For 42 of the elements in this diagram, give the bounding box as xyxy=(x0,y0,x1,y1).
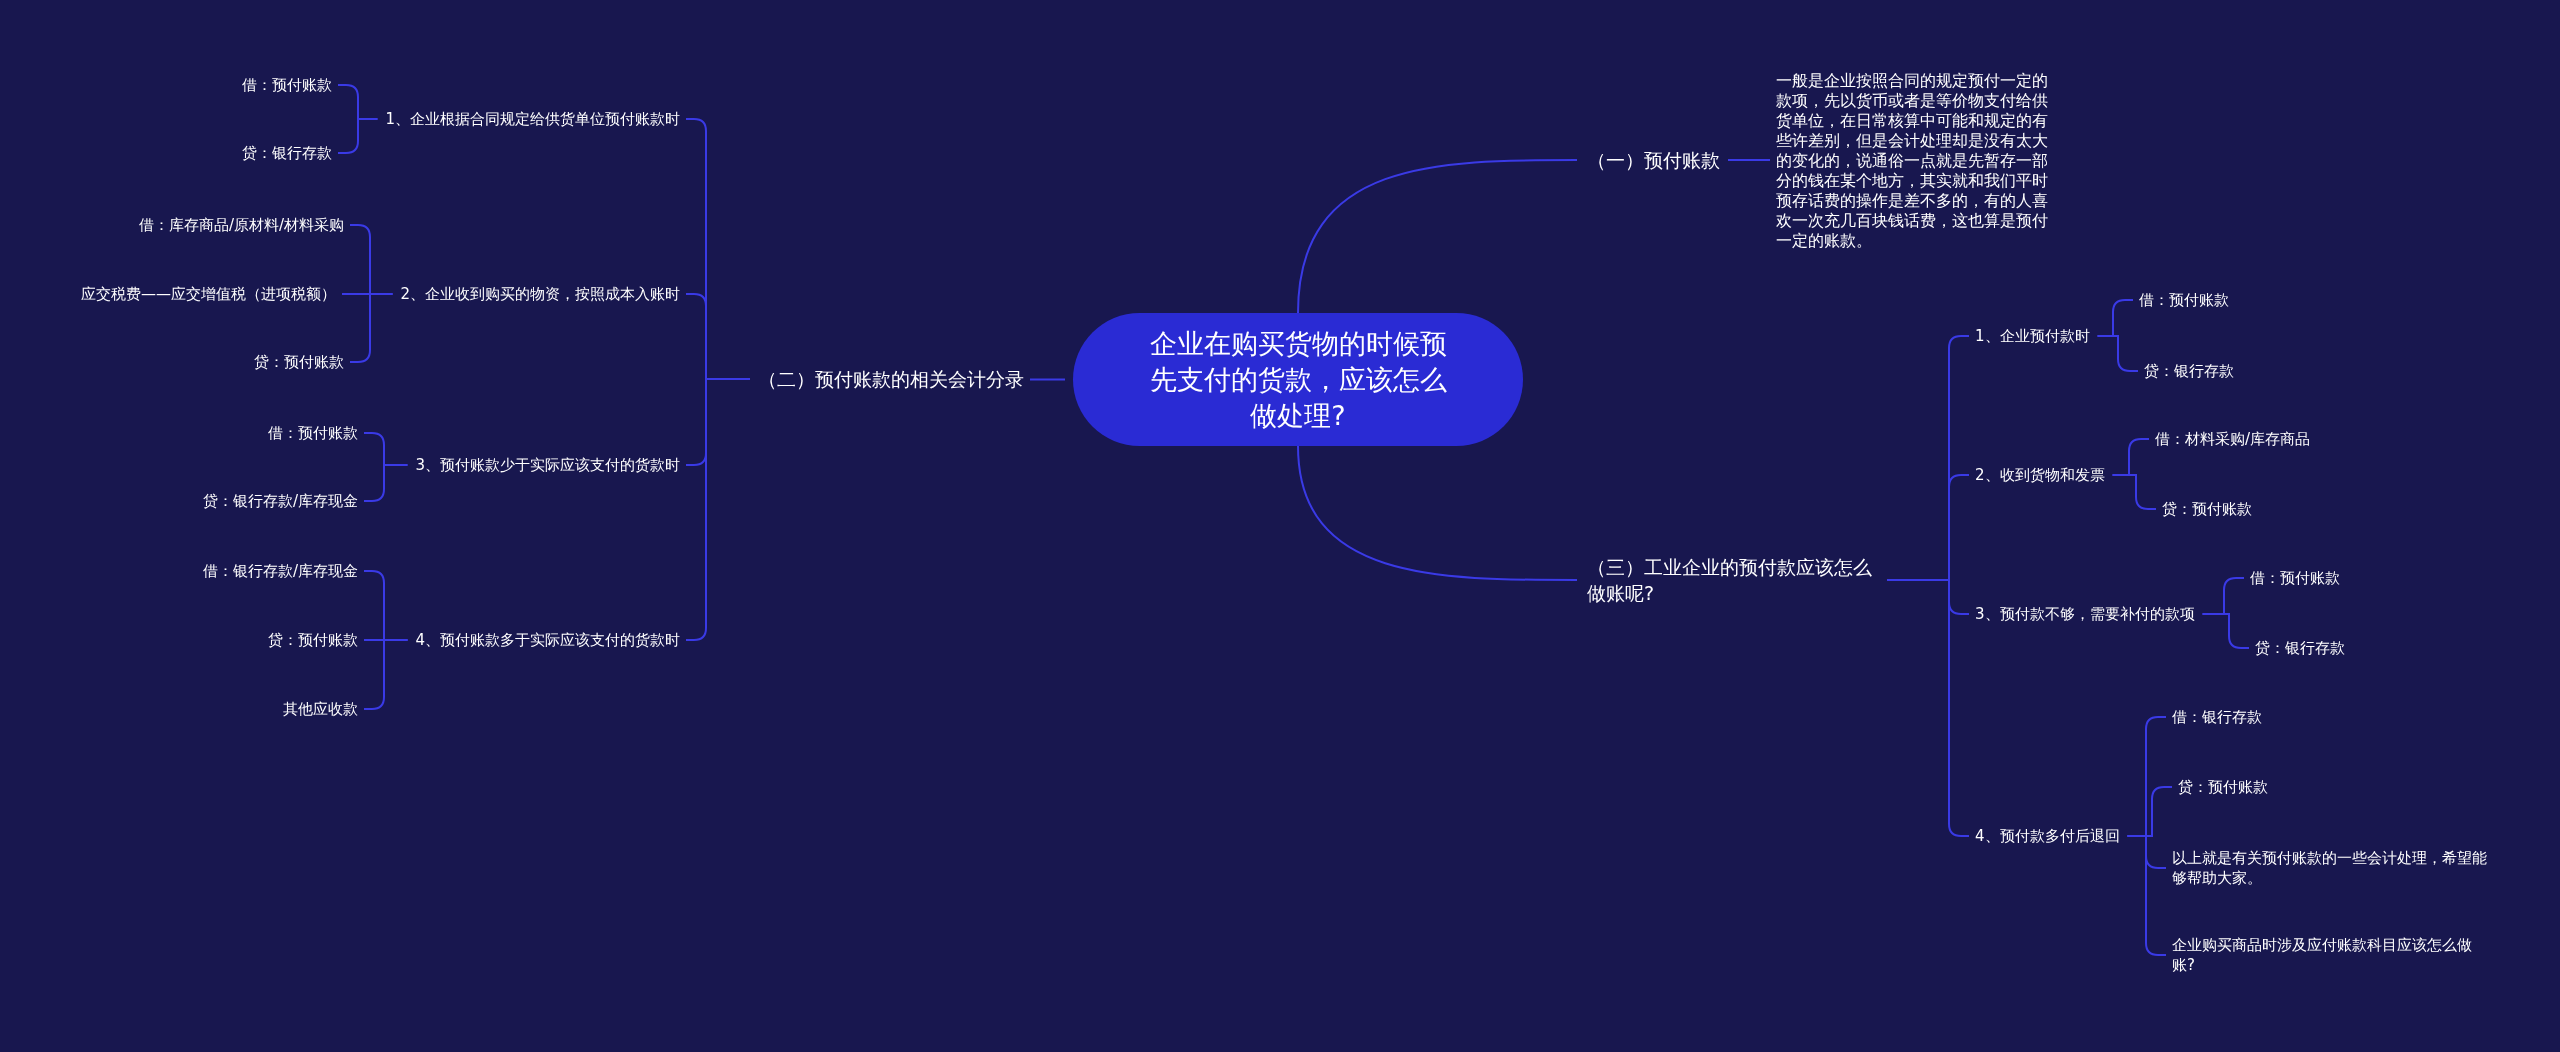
connector-line xyxy=(1297,159,1578,314)
connector-line xyxy=(1297,445,1578,581)
branch-topic: （二）预付账款的相关会计分录 xyxy=(758,366,1024,392)
topic-label: 3、预付款不够，需要补付的款项 xyxy=(1975,604,2195,624)
note-text: 一般是企业按照合同的规定预付一定的款项，先以货币或者是等价物支付给供货单位，在日常核算中可能和规定的有些许差别，但是会计处理却是没有太大的变化的，说通俗一点就是先暂存一部分的钱在某个地方，其实就和我们平时预存话费的操作是差不多的，有的人喜欢一次充几百块钱话费，这也算是预付一定的账款。 xyxy=(1776,71,2058,251)
topic-label: 4、预付款多付后退回 xyxy=(1975,826,2120,846)
topic-label: 4、预付账款多于实际应该支付的货款时 xyxy=(415,630,680,650)
branch-topic: （一）预付账款 xyxy=(1587,147,1720,173)
topic-label: 其他应收款 xyxy=(283,699,358,719)
topic-label: 借：材料采购/库存商品 xyxy=(2155,429,2311,449)
topic-label: 贷：银行存款 xyxy=(242,143,332,163)
topic-label: 2、企业收到购买的物资，按照成本入账时 xyxy=(400,284,680,304)
topic-label: 借：预付账款 xyxy=(2250,568,2340,588)
topic-label: 贷：银行存款 xyxy=(2255,638,2345,658)
topic-label: 1、企业根据合同规定给供货单位预付账款时 xyxy=(385,109,680,129)
branch-topic: （三）工业企业的预付款应该怎么做账呢? xyxy=(1587,554,1879,606)
topic-label: 借：预付账款 xyxy=(242,75,332,95)
topic-label: 借：银行存款 xyxy=(2172,707,2262,727)
connector-line xyxy=(2201,613,2250,649)
topic-label: 企业购买商品时涉及应付账款科目应该怎么做账? xyxy=(2172,935,2490,975)
connector-line xyxy=(337,118,379,154)
topic-label: 借：库存商品/原材料/材料采购 xyxy=(138,215,344,235)
topic-label: 1、企业预付款时 xyxy=(1975,326,2090,346)
topic-label: 贷：预付账款 xyxy=(2162,499,2252,519)
topic-label: 2、收到货物和发票 xyxy=(1975,465,2105,485)
topic-label: 贷：预付账款 xyxy=(268,630,358,650)
central-topic: 企业在购买货物的时候预先支付的货款，应该怎么做处理? xyxy=(1073,313,1523,446)
connector-line xyxy=(1029,378,1066,381)
topic-label: 贷：预付账款 xyxy=(254,352,344,372)
topic-label: 3、预付账款少于实际应该支付的货款时 xyxy=(415,455,680,475)
topic-label: 贷：银行存款/库存现金 xyxy=(202,491,358,511)
topic-label: 借：预付账款 xyxy=(2139,290,2229,310)
topic-label: 借：银行存款/库存现金 xyxy=(202,561,358,581)
connector-line xyxy=(363,464,409,502)
topic-label: 以上就是有关预付账款的一些会计处理，希望能够帮助大家。 xyxy=(2172,848,2490,888)
topic-label: 贷：预付账款 xyxy=(2178,777,2268,797)
topic-label: 贷：银行存款 xyxy=(2144,361,2234,381)
topic-label: 应交税费——应交增值税（进项税额） xyxy=(81,284,336,304)
connector-line xyxy=(2096,335,2139,372)
connector-line xyxy=(2111,474,2157,510)
connector-line xyxy=(1727,159,1771,161)
topic-label: 借：预付账款 xyxy=(268,423,358,443)
